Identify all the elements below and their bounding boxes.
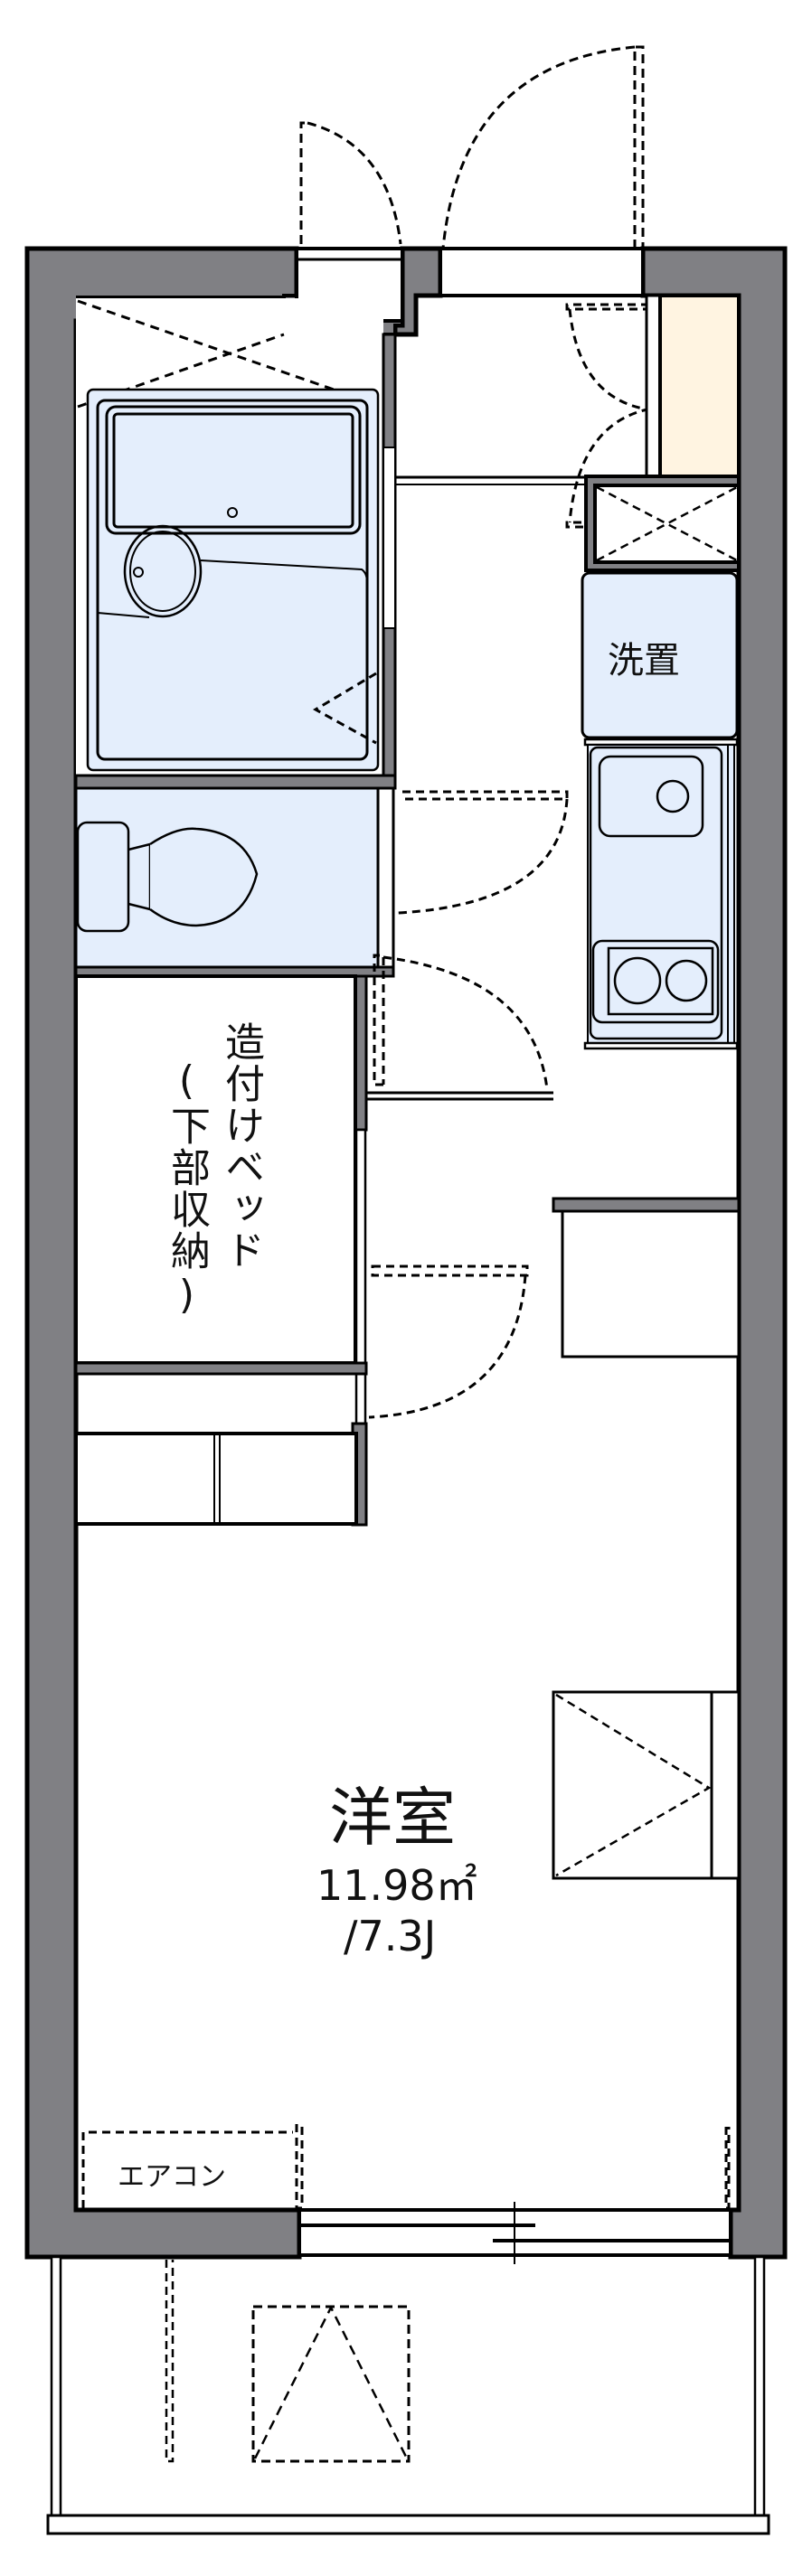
storage-box — [561, 1209, 741, 1359]
room-door[interactable] — [373, 954, 385, 1086]
washer-space — [581, 571, 739, 739]
balcony — [46, 2255, 770, 2535]
evacuation-hatch — [251, 2305, 411, 2463]
room-area: 11.98㎡ — [316, 1861, 477, 1910]
room-tatami: /7.3J — [344, 1912, 437, 1960]
kitchen — [583, 738, 739, 1050]
bathroom — [74, 298, 397, 790]
kitchen-sink — [598, 755, 704, 838]
balcony-window[interactable] — [297, 2202, 732, 2264]
air-conditioner-label: エアコン — [118, 2161, 226, 2193]
corridor — [351, 954, 741, 1527]
pipe-shaft — [584, 475, 741, 572]
room-name: 洋室 — [329, 1781, 456, 1855]
toilet-bowl — [149, 827, 259, 927]
built-in-bed-label: 造付けベッド — [218, 1021, 264, 1271]
built-in-bed-sublabel: (下部収納) — [164, 1058, 210, 1320]
burner-icon — [613, 956, 662, 1005]
washer-space-label: 洗置 — [608, 640, 680, 682]
toilet-tank — [76, 821, 130, 933]
unit-bath — [86, 388, 380, 772]
shelf — [74, 1432, 358, 1526]
drain-icon — [227, 507, 238, 518]
stove — [591, 939, 720, 1024]
toilet-door[interactable] — [402, 790, 569, 801]
entrance-door[interactable] — [439, 45, 645, 297]
shoe-cabinet — [658, 294, 741, 478]
entry-hall — [395, 294, 741, 529]
toilet-room — [74, 786, 569, 978]
built-in-bed — [74, 974, 368, 1376]
burner-icon — [665, 959, 708, 1002]
closet — [552, 1690, 741, 1880]
closet-door[interactable] — [371, 1264, 529, 1277]
